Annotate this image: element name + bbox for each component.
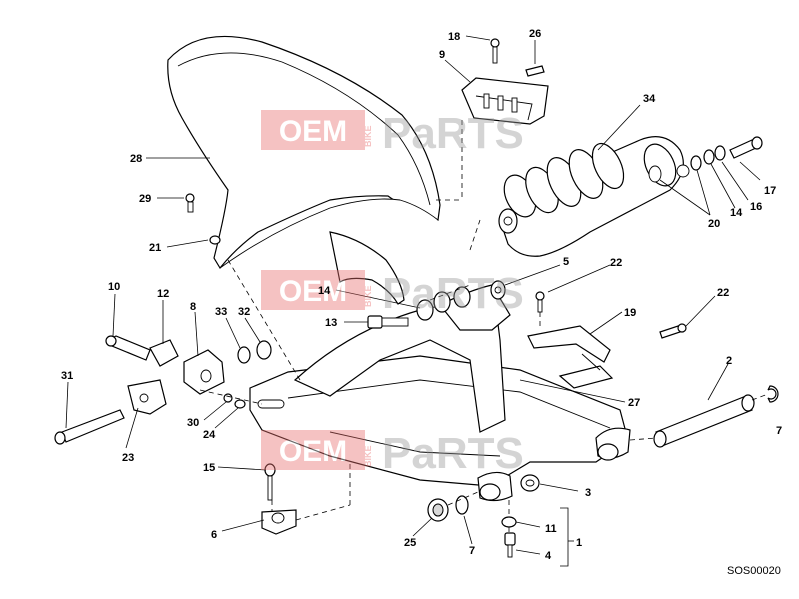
watermark-bottom: OEM BIKE PaRTS — [261, 429, 524, 478]
screw-26 — [525, 65, 545, 77]
watermark-middle: OEM BIKE PaRTS — [261, 269, 524, 318]
callout-22-right: 22 — [717, 287, 729, 299]
pivot-shaft — [653, 394, 755, 448]
screw-22-upper — [535, 291, 545, 313]
callout-28: 28 — [130, 153, 142, 165]
callout-7-right: 7 — [776, 425, 782, 437]
callout-32: 32 — [238, 306, 250, 318]
bush-5 — [490, 280, 506, 300]
washer-11 — [501, 516, 517, 528]
callout-17: 17 — [764, 185, 776, 197]
bolt-4 — [504, 532, 516, 558]
svg-text:PaRTS: PaRTS — [382, 109, 524, 158]
callout-13: 13 — [325, 317, 337, 329]
swingarm — [249, 284, 631, 502]
callout-14-right: 14 — [730, 207, 743, 219]
callout-16: 16 — [750, 201, 762, 213]
callout-26: 26 — [529, 28, 541, 40]
screw-15 — [264, 463, 276, 501]
callout-21: 21 — [149, 242, 161, 254]
leader-lines — [65, 35, 769, 567]
block-8 — [183, 349, 225, 395]
pin-31 — [54, 409, 125, 445]
block-12 — [149, 339, 179, 367]
shock-bushes — [690, 145, 726, 171]
bolt-10 — [105, 335, 151, 361]
drawing-code: SOS00020 — [727, 565, 781, 577]
plate-23 — [127, 379, 167, 415]
svg-text:BIKE: BIKE — [363, 125, 373, 147]
nut-30 — [223, 393, 233, 403]
callout-11: 11 — [545, 523, 557, 535]
rear-mudguard — [167, 35, 441, 305]
svg-text:OEM: OEM — [279, 435, 347, 468]
callout-labels: 28 29 21 18 26 9 34 17 16 14 20 5 22 22 … — [61, 28, 782, 562]
callout-9: 9 — [439, 49, 445, 61]
watermark-top: OEM BIKE PaRTS — [261, 109, 524, 158]
callout-10: 10 — [108, 281, 120, 293]
chain-guard-bracket — [461, 77, 549, 125]
bolt-17 — [729, 136, 763, 159]
callout-22-upper: 22 — [610, 257, 622, 269]
callout-7-lower: 7 — [469, 545, 475, 557]
callout-3: 3 — [585, 487, 591, 499]
callout-14-left: 14 — [318, 285, 331, 297]
callout-8: 8 — [190, 301, 196, 313]
screw-22-right — [659, 323, 687, 339]
callout-4: 4 — [545, 550, 552, 562]
washer-21 — [209, 235, 221, 245]
bearing-25 — [427, 498, 449, 522]
callout-20: 20 — [708, 218, 720, 230]
callout-12: 12 — [157, 288, 169, 300]
callout-15: 15 — [203, 462, 215, 474]
spacer-32 — [256, 340, 272, 360]
washer-24 — [234, 399, 246, 409]
callout-1: 1 — [576, 537, 582, 549]
callout-27: 27 — [628, 397, 640, 409]
svg-text:PaRTS: PaRTS — [382, 429, 524, 478]
washer-3 — [520, 474, 540, 492]
screw-29 — [185, 193, 195, 213]
svg-text:PaRTS: PaRTS — [382, 269, 524, 318]
callout-24: 24 — [203, 429, 216, 441]
callout-29: 29 — [139, 193, 151, 205]
callout-23: 23 — [122, 452, 134, 464]
circlip-7-right — [767, 385, 779, 403]
circlip-7-lower — [455, 495, 469, 515]
callout-2: 2 — [726, 355, 732, 367]
screw-18 — [490, 38, 500, 64]
chain-slider — [527, 325, 614, 389]
spacer-33 — [237, 346, 251, 364]
clamp-6 — [261, 509, 297, 535]
callout-31: 31 — [61, 370, 73, 382]
callout-30: 30 — [187, 417, 199, 429]
callout-6: 6 — [211, 529, 217, 541]
callout-5: 5 — [563, 256, 569, 268]
callout-25: 25 — [404, 537, 416, 549]
callout-18: 18 — [448, 31, 460, 43]
callout-33: 33 — [215, 306, 227, 318]
svg-text:OEM: OEM — [279, 275, 347, 308]
callout-19: 19 — [624, 307, 636, 319]
rear-shock-absorber — [498, 136, 690, 257]
callout-34: 34 — [643, 93, 656, 105]
svg-text:BIKE: BIKE — [363, 285, 373, 307]
svg-text:BIKE: BIKE — [363, 445, 373, 467]
svg-text:OEM: OEM — [279, 115, 347, 148]
